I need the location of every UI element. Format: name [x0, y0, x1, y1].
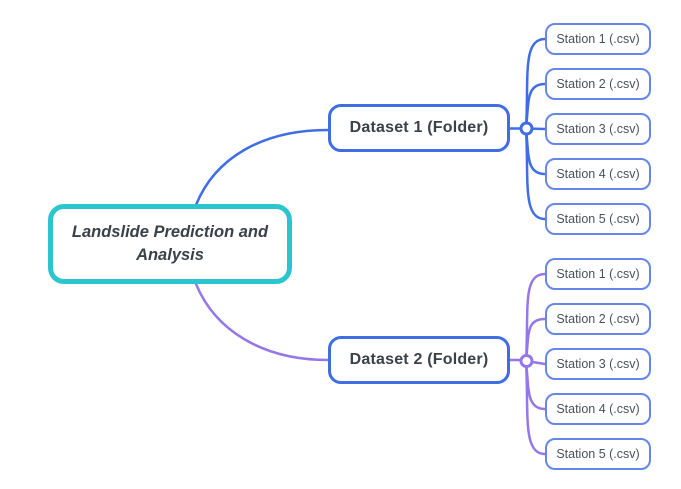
connector-dataset1-station4 [524, 127, 547, 176]
connector-root-dataset2 [194, 282, 330, 362]
connector-dataset2-station1 [524, 272, 547, 363]
station-node-d2-3[interactable]: Station 3 (.csv) [545, 348, 651, 380]
branch-node-dataset-2[interactable]: Dataset 2 (Folder) [328, 336, 510, 384]
station-node-d2-5[interactable]: Station 5 (.csv) [545, 438, 651, 470]
station-node-d2-4[interactable]: Station 4 (.csv) [545, 393, 651, 425]
connector-dataset2-station5 [524, 359, 547, 456]
connector-dataset1-station2 [524, 82, 547, 130]
station-node-d1-5[interactable]: Station 5 (.csv) [545, 203, 651, 235]
dataset2-branch-junction-handle[interactable] [519, 354, 534, 368]
dataset1-branch-junction-handle[interactable] [519, 121, 534, 136]
root-node-landslide[interactable]: Landslide Prediction and Analysis [48, 204, 292, 284]
station-node-d2-1[interactable]: Station 1 (.csv) [545, 258, 651, 290]
station-node-d1-2[interactable]: Station 2 (.csv) [545, 68, 651, 100]
branch-node-dataset-1[interactable]: Dataset 1 (Folder) [328, 104, 510, 152]
station-node-d1-4[interactable]: Station 4 (.csv) [545, 158, 651, 190]
connector-dataset2-station4 [524, 359, 547, 411]
station-node-d1-3[interactable]: Station 3 (.csv) [545, 113, 651, 145]
station-node-d1-1[interactable]: Station 1 (.csv) [545, 23, 651, 55]
station-node-d2-2[interactable]: Station 2 (.csv) [545, 303, 651, 335]
connector-root-dataset1 [194, 128, 330, 207]
connector-dataset1-station5 [524, 127, 547, 221]
